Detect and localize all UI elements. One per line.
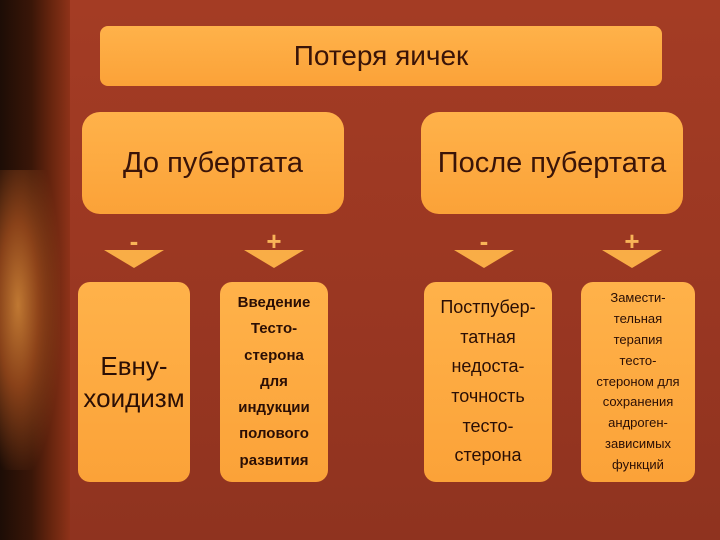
leaf-line: хоидизм <box>83 383 185 413</box>
leaf-line: татная <box>460 326 516 347</box>
leaf-line: терапия <box>613 332 663 347</box>
leaf-line: стерона <box>454 445 522 466</box>
leaf-box-replacement-therapy: Замести- тельная терапия тесто- стероном… <box>581 282 695 482</box>
leaf-box-testosterone-induction: Введение Тесто- стерона для индукции пол… <box>220 282 328 482</box>
leaf-line: тельная <box>613 311 663 327</box>
leaf-line: развития <box>239 451 309 469</box>
leaf-line: тесто- <box>462 415 514 436</box>
branch-sign-minus: - <box>129 226 139 256</box>
leaf-box-postpubertal-deficiency: Постпубер- татная недоста- точность тест… <box>424 282 552 482</box>
leaf-line: стероном для <box>596 373 680 389</box>
leaf-line: сохранения <box>602 394 674 410</box>
leaf-line: тесто- <box>619 352 657 368</box>
leaf-line: стерона <box>244 346 304 364</box>
phase-box-after-puberty: После пубертата <box>421 112 683 214</box>
leaf-line: Евну- <box>100 350 168 381</box>
down-arrow-icon <box>244 250 304 268</box>
leaf-line: Тесто- <box>250 320 298 338</box>
leaf-line: точность <box>451 386 525 406</box>
leaf-line: индукции <box>238 399 310 417</box>
leaf-line: Введение <box>237 294 311 312</box>
leaf-line: Постпубер- <box>440 296 536 317</box>
branch-sign-plus: + <box>624 226 640 256</box>
leaf-line: зависимых <box>605 435 671 451</box>
branch-sign-plus: + <box>266 226 282 256</box>
title-box: Потеря яичек <box>100 26 662 86</box>
down-arrow-icon <box>454 250 514 268</box>
down-arrow-icon <box>104 250 164 268</box>
leaf-line: недоста- <box>451 356 525 377</box>
leaf-line: полового <box>239 425 309 443</box>
phase-label: До пубертата <box>122 146 304 179</box>
leaf-line: для <box>260 372 288 390</box>
down-arrow-icon <box>602 250 662 268</box>
title-text: Потеря яичек <box>293 40 469 71</box>
leaf-box-eunuchoidism: Евну- хоидизм <box>78 282 190 482</box>
phase-label: После пубертата <box>437 146 667 179</box>
leaf-line: андроген- <box>608 415 668 431</box>
phase-box-before-puberty: До пубертата <box>82 112 344 214</box>
leaf-line: Замести- <box>610 290 666 306</box>
leaf-line: функций <box>612 456 664 472</box>
background-glass-highlight <box>0 170 60 470</box>
branch-sign-minus: - <box>479 226 489 256</box>
